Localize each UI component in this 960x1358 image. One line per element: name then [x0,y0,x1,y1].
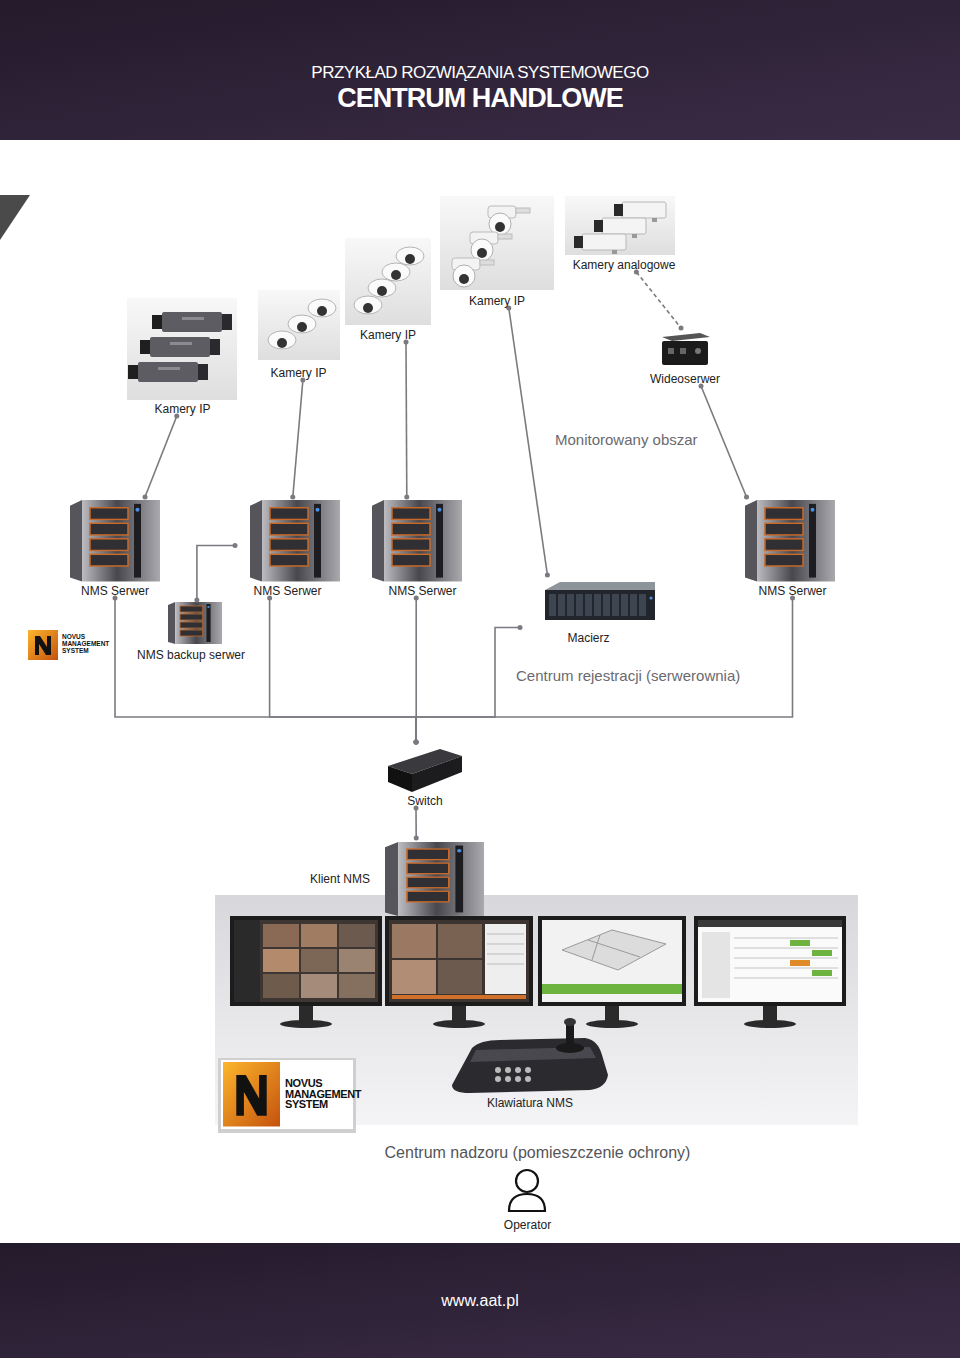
connector [145,416,177,497]
connector-dot [414,740,419,745]
operator-icon [509,1170,545,1211]
monitor-1 [230,916,382,1028]
connector-dot [194,598,199,603]
server-room-area: Centrum rejestracji (serwerownia) NMS Ser… [20,488,907,720]
connector-dot [414,836,419,841]
ip-ptz-cameras [440,196,554,290]
switch-box: Switch [380,742,470,808]
connector-dot [545,573,550,578]
node-label: Monitorowany obszar [555,431,698,449]
ip-box-cameras [127,298,237,400]
node-label: Wideoserwer [650,372,720,386]
area-outline [100,193,935,472]
server-box: NMS Serwer [65,497,165,598]
connector [416,628,520,743]
disk-array [545,582,655,620]
logo-text: NOVUS MANAGEMENT SYSTEM [285,1078,361,1110]
connector-dot [518,625,523,630]
connector-dot [679,326,684,331]
node-label: Kamery IP [154,402,210,416]
connector-dot [414,740,419,745]
connector [270,598,416,742]
connector [701,386,747,497]
connector-dot [414,740,419,745]
control-keyboard [452,1018,608,1093]
monitor-4 [694,916,846,1028]
monitor-2 [385,916,533,1028]
monitored-area: Monitorowany obszar Kamery analogoweKamer… [100,193,935,472]
node-label: Kamery analogowe [573,258,676,272]
client-box: Klient NMS [310,838,490,918]
connector-dot [404,495,409,500]
node-label: Centrum rejestracji (serwerownia) [516,667,740,685]
node-label: Operator [504,1218,551,1232]
server-towers [70,500,835,644]
connector [416,598,793,742]
connector-dot [744,495,749,500]
connector-dot [233,543,238,548]
connector-dot [143,495,148,500]
video-server-box: Wideoserwer [645,328,725,386]
node-label: NMS Serwer [758,584,826,598]
connector [405,342,407,497]
node-label: Klient NMS [310,872,370,886]
ip-domes [345,238,431,325]
control-room-panel [215,895,858,1125]
connector-dot [290,495,295,500]
storage-box: Macierz [520,575,657,645]
connector-dot [414,740,419,745]
analog-cameras [565,196,675,255]
connector [293,380,303,497]
node-label: Kamery IP [270,366,326,380]
keyboard-box: Klawiatura NMS [445,1015,615,1110]
camera-group: Kamery analogowe [562,196,686,272]
server-box: NMS Serwer [370,497,475,598]
connector [509,308,548,575]
camera-group: Kamery IP [255,288,342,380]
server-box: NMS Serwer [235,497,340,598]
node-label: NMS Serwer [253,584,321,598]
server-box: NMS Serwer [735,497,850,598]
camera-group: Kamery IP [438,196,556,308]
header-bar [0,0,960,140]
video-server [662,333,710,365]
footer-bar [0,1243,960,1358]
node-label: Switch [407,794,442,808]
corner-mark [0,195,30,240]
node-label: Macierz [567,631,609,645]
connector [415,808,417,838]
node-label: NMS backup serwer [137,648,245,662]
connector [197,546,235,601]
connector-dot [414,740,419,745]
connector [115,598,416,742]
monitor-3 [538,916,686,1028]
node-label: Klawiatura NMS [487,1096,573,1110]
page-title: CENTRUM HANDLOWE [0,82,960,114]
node-label: NMS Serwer [388,584,456,598]
node-label: Kamery IP [469,294,525,308]
area-border [22,490,905,718]
area-outline [20,488,907,720]
nms-logo-small [28,630,58,660]
node-label: NMS Serwer [81,584,149,598]
camera-group: Kamery IP [343,238,433,342]
control-room-area: Centrum nadzoru (pomieszczenie ochrony) K… [215,835,860,1162]
node-label: Kamery IP [360,328,416,342]
footer-url: www.aat.pl [0,1291,960,1311]
page-subtitle: PRZYKŁAD ROZWIĄZANIA SYSTEMOWEGO [0,63,960,83]
logo-text: NOVUS MANAGEMENT SYSTEM [62,633,109,654]
node-label: Centrum nadzoru (pomieszczenie ochrony) [215,1144,860,1162]
backup-server-box: NMS backup serwer [133,600,250,662]
network-switch [388,749,462,792]
connector [636,272,681,328]
operator-box: Operator [490,1165,565,1232]
area-border [105,195,932,470]
camera-group: Kamery IP [125,298,240,416]
ip-mini-domes [258,290,340,360]
client-workstation [385,842,484,916]
